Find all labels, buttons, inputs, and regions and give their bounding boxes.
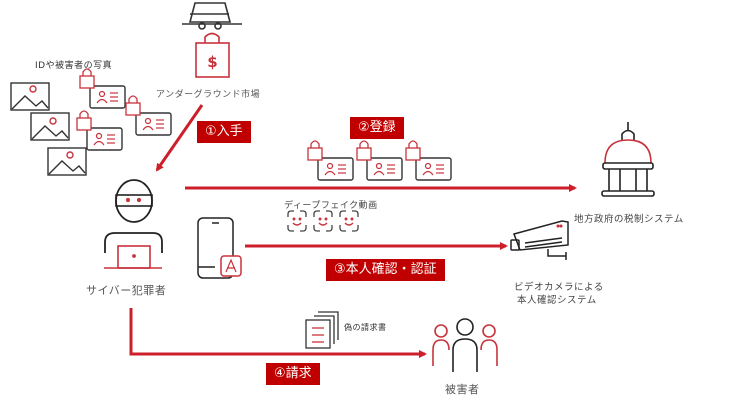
arrow-acquire	[155, 104, 204, 172]
svg-text:$: $	[207, 53, 217, 71]
face-scan-icon	[313, 210, 333, 232]
smartphone-icon	[197, 217, 242, 279]
camera-system-label-line1: ビデオカメラによる	[514, 282, 604, 293]
locked-id-card-icon	[79, 68, 126, 109]
hacker-hat-icon	[182, 2, 242, 30]
camera-system-label-line2: 本人確認システム	[517, 295, 597, 306]
security-camera-icon	[510, 220, 569, 260]
photo-icon	[30, 112, 70, 141]
id-photos-label: IDや被害者の写真	[35, 61, 113, 71]
step-3-badge: ③本人確認・認証	[326, 259, 445, 281]
step-4-badge: ④請求	[266, 363, 320, 385]
government-building-icon	[601, 122, 655, 197]
documents-icon	[305, 311, 339, 349]
step-1-badge: ①入手	[197, 121, 251, 143]
locked-id-card-icon	[307, 140, 354, 181]
locked-id-card-icon	[405, 140, 452, 181]
deepfake-video-label: ディープフェイク動画	[284, 201, 378, 211]
face-scan-icon	[339, 210, 359, 232]
photo-icon	[10, 82, 50, 111]
victims-label: 被害者	[445, 383, 480, 396]
underground-market-label: アンダーグラウンド市場	[156, 90, 261, 100]
locked-id-card-icon	[76, 110, 123, 151]
face-scan-icon	[287, 210, 307, 232]
money-bag-icon: $	[195, 32, 230, 78]
cybercriminal-label: サイバー犯罪者	[86, 284, 167, 297]
cybercriminal-icon	[104, 179, 163, 269]
photo-icon	[47, 147, 87, 176]
fake-invoice-label: 偽の請求書	[344, 323, 387, 332]
people-group-icon	[432, 318, 498, 372]
locked-id-card-icon	[356, 140, 403, 181]
tax-system-label: 地方政府の税制システム	[574, 214, 684, 225]
arrow-invoice	[129, 308, 427, 358]
locked-id-card-icon	[125, 95, 172, 136]
step-2-badge: ②登録	[350, 117, 404, 139]
